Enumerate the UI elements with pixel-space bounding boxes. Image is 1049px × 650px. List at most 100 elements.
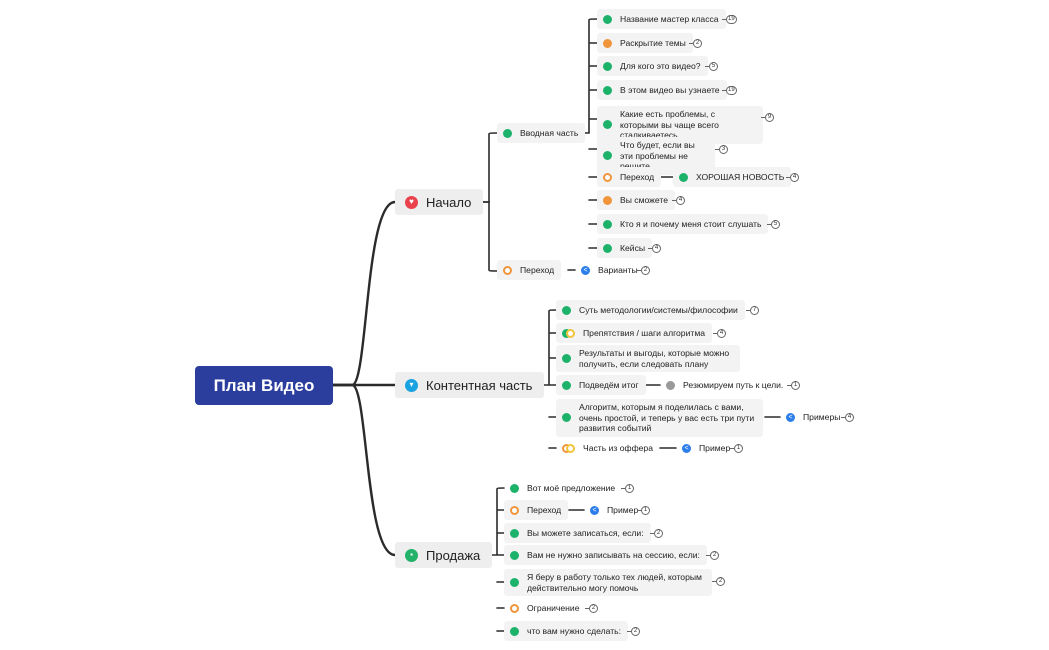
topic-label: Я беру в работу только тех людей, которы… (527, 572, 702, 593)
topic-label: Подведём итог (579, 379, 639, 390)
topic-label: Кейсы (620, 242, 646, 253)
topic-label: Пример (607, 504, 639, 515)
green-dot-icon (510, 626, 519, 636)
count-badge[interactable]: 4 (713, 329, 726, 338)
heart-icon: ♥ (405, 195, 418, 209)
transition-ring-icon (603, 172, 612, 182)
topic-kto-ya[interactable]: Кто я и почему меня стоит слушать (597, 214, 769, 234)
count-badge[interactable]: 2 (650, 529, 663, 538)
topic-label: Результаты и выгоды, которые можно получ… (579, 348, 730, 369)
topic-ogranichenie[interactable]: Ограничение (504, 598, 587, 618)
cart-icon: ▪ (405, 548, 418, 562)
topic-label: Резюмируем путь к цели. (683, 379, 784, 390)
green-dot-icon (603, 243, 612, 253)
transition-ring-icon (510, 603, 519, 613)
topic-prepyatstviya[interactable]: Препятствия / шаги алгоритма (556, 323, 713, 343)
topic-rezyumiruem[interactable]: Резюмируем путь к цели. (660, 375, 790, 395)
topic-chast-iz-offera[interactable]: Часть из оффера (556, 438, 660, 458)
topic-podvedyom-itog[interactable]: Подведём итог (556, 375, 646, 395)
topic-primer-2[interactable]: < Пример (584, 500, 645, 520)
count-badge[interactable]: 4 (672, 196, 685, 205)
transition-ring-icon (510, 505, 519, 515)
topic-label: Вы сможете (620, 194, 669, 205)
topic-label: Суть методологии/системы/философии (579, 304, 738, 315)
count-badge[interactable]: 5 (767, 220, 780, 229)
branch-label: Контентная часть (426, 377, 533, 393)
count-badge[interactable]: 9 (761, 113, 774, 122)
topic-label: Препятствия / шаги алгоритма (583, 327, 706, 338)
green-dot-icon (510, 550, 519, 560)
topic-vy-mozhete-zapisatsya[interactable]: Вы можете записаться, если: (504, 523, 651, 543)
topic-primer-1[interactable]: < Пример (676, 438, 737, 458)
half-moon-icon (566, 443, 575, 453)
topic-label: Часть из оффера (583, 442, 653, 453)
topic-nazvanie[interactable]: Название мастер класса (597, 9, 726, 29)
branch-prodazha[interactable]: ▪ Продажа (395, 542, 493, 568)
orange-dot-icon (603, 38, 612, 48)
count-badge[interactable]: 2 (712, 577, 725, 586)
green-dot-icon (603, 14, 612, 24)
topic-dlya-kogo[interactable]: Для кого это видео? (597, 56, 708, 76)
root-node-plan-video[interactable]: План Видео (195, 366, 333, 405)
share-icon: < (786, 412, 795, 422)
branch-kontentnaya-chast[interactable]: ▾ Контентная часть (395, 372, 545, 398)
topic-vvodnaya-chast[interactable]: Вводная часть (497, 123, 586, 143)
count-badge[interactable]: 19 (722, 86, 737, 95)
topic-vot-moe-predlozhenie[interactable]: Вот моё предложение (504, 478, 622, 498)
count-badge[interactable]: 3 (715, 145, 728, 154)
topic-primery[interactable]: < Примеры (780, 407, 847, 427)
green-dot-icon (603, 61, 612, 71)
topic-raskrytie[interactable]: Раскрытие темы (597, 33, 693, 53)
branch-label: Начало (426, 194, 472, 210)
topic-label: Вводная часть (520, 127, 579, 138)
count-badge[interactable]: 19 (722, 15, 737, 24)
green-dot-icon (562, 354, 571, 363)
count-badge[interactable]: 2 (637, 266, 650, 275)
green-dot-icon (603, 151, 612, 161)
topic-algoritm[interactable]: Алгоритм, которым я поделилась с вами, о… (556, 399, 763, 437)
count-badge[interactable]: 1 (637, 506, 650, 515)
green-dot-icon (503, 128, 512, 138)
branch-nachalo[interactable]: ♥ Начало (395, 189, 484, 215)
topic-label: В этом видео вы узнаете (620, 84, 720, 95)
topic-label: Примеры (803, 411, 841, 422)
branch-label: Продажа (426, 547, 481, 563)
count-badge[interactable]: 7 (746, 306, 759, 315)
count-badge[interactable]: 5 (705, 62, 718, 71)
count-badge[interactable]: 1 (621, 484, 634, 493)
share-icon: < (581, 265, 590, 275)
green-dot-icon (603, 219, 612, 229)
topic-rezultaty[interactable]: Результаты и выгоды, которые можно получ… (556, 345, 740, 372)
topic-ya-beru-v-rabotu[interactable]: Я беру в работу только тех людей, которы… (504, 569, 712, 596)
topic-perehod-2[interactable]: Переход (497, 260, 562, 280)
topic-v-etom-video[interactable]: В этом видео вы узнаете (597, 80, 727, 100)
topic-label: Переход (620, 171, 655, 182)
orange-dot-icon (603, 195, 612, 205)
count-badge[interactable]: 2 (585, 604, 598, 613)
count-badge[interactable]: 4 (648, 244, 661, 253)
green-dot-icon (562, 305, 571, 315)
topic-chto-vam-nuzhno-sdelat[interactable]: что вам нужно сделать: (504, 621, 629, 641)
topic-vy-smozhete[interactable]: Вы сможете (597, 190, 676, 210)
topic-sut-metodologii[interactable]: Суть методологии/системы/философии (556, 300, 745, 320)
count-badge[interactable]: 1 (730, 444, 743, 453)
topic-label: Вы можете записаться, если: (527, 527, 644, 538)
topic-horoshaya-novost[interactable]: ХОРОШАЯ НОВОСТЬ (673, 167, 792, 187)
count-badge[interactable]: 2 (627, 627, 640, 636)
gray-dot-icon (666, 380, 675, 390)
topic-label: Ограничение (527, 602, 580, 613)
count-badge[interactable]: 4 (841, 413, 854, 422)
root-label: План Видео (213, 375, 315, 395)
topic-perehod-1[interactable]: Переход (597, 167, 662, 187)
green-dot-icon (603, 85, 612, 95)
count-badge[interactable]: 1 (787, 381, 800, 390)
topic-vam-ne-nuzhno[interactable]: Вам не нужно записывать на сессию, если: (504, 545, 707, 565)
topic-keysy[interactable]: Кейсы (597, 238, 653, 258)
count-badge[interactable]: 4 (786, 173, 799, 182)
count-badge[interactable]: 2 (689, 39, 702, 48)
topic-perehod-3[interactable]: Переход (504, 500, 569, 520)
topic-varianty[interactable]: < Варианты (575, 260, 645, 280)
green-dot-icon (603, 120, 612, 130)
shirt-icon: ▾ (405, 378, 418, 392)
count-badge[interactable]: 2 (706, 551, 719, 560)
